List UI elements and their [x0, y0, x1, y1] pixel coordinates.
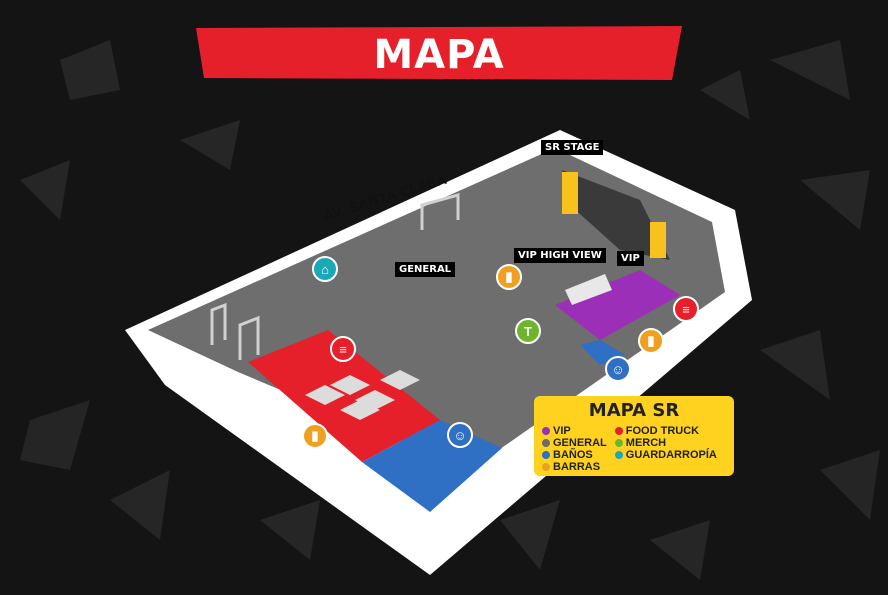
- legend-item-merch: MERCH: [614, 437, 717, 449]
- legend-label: VIP: [553, 425, 571, 437]
- zone-label-vip-high-view: VIP HIGH VIEW: [514, 248, 606, 263]
- tshirt-icon: [614, 439, 623, 447]
- hanger-icon: [614, 451, 623, 459]
- drink-icon: [542, 463, 550, 471]
- tents: [305, 370, 420, 420]
- food-icon[interactable]: ≡: [330, 336, 356, 362]
- food-icon[interactable]: ≡: [673, 296, 699, 322]
- legend-item-banos: BAÑOS: [542, 449, 607, 461]
- vip-dot-icon: [542, 427, 550, 435]
- restroom-icon: [542, 451, 550, 459]
- drink-icon[interactable]: ▮: [302, 423, 328, 449]
- legend-item-barras: BARRAS: [542, 461, 607, 473]
- legend-label: GUARDARROPÍA: [625, 449, 717, 461]
- legend-item-food-truck: FOOD TRUCK: [614, 425, 717, 437]
- drink-icon[interactable]: ▮: [496, 264, 522, 290]
- drink-icon[interactable]: ▮: [638, 328, 664, 354]
- general-dot-icon: [542, 439, 550, 447]
- zone-label-vip: VIP: [617, 251, 644, 266]
- restroom-icon[interactable]: ☺: [447, 422, 473, 448]
- zone-label-general: GENERAL: [395, 262, 456, 277]
- map-legend: MAPA SR VIP GENERAL BAÑOS BARRAS F: [534, 396, 734, 476]
- vip-high-view-platform: [565, 274, 612, 305]
- tshirt-icon[interactable]: T: [515, 318, 541, 344]
- vip-zone: [555, 270, 680, 340]
- legend-title: MAPA SR: [588, 400, 680, 421]
- legend-item-vip: VIP: [542, 425, 607, 437]
- sr-stage: [562, 170, 670, 260]
- legend-label: BAÑOS: [553, 449, 593, 461]
- food-icon: [614, 427, 623, 435]
- hanger-icon[interactable]: ⌂: [312, 256, 338, 282]
- legend-item-general: GENERAL: [542, 437, 607, 449]
- restroom-icon[interactable]: ☺: [605, 356, 631, 382]
- legend-item-guardarropia: GUARDARROPÍA: [614, 449, 717, 461]
- legend-label: GENERAL: [553, 437, 607, 449]
- zone-label-sr-stage: SR STAGE: [541, 140, 604, 155]
- red-food-zone: [248, 330, 440, 462]
- legend-label: BARRAS: [553, 461, 601, 473]
- page-title: MAPA: [373, 32, 505, 78]
- stage-screen-right: [650, 222, 666, 258]
- legend-label: MERCH: [625, 437, 667, 449]
- header-banner: MAPA: [196, 26, 682, 80]
- stage-screen-left: [562, 172, 578, 214]
- legend-label: FOOD TRUCK: [625, 425, 700, 437]
